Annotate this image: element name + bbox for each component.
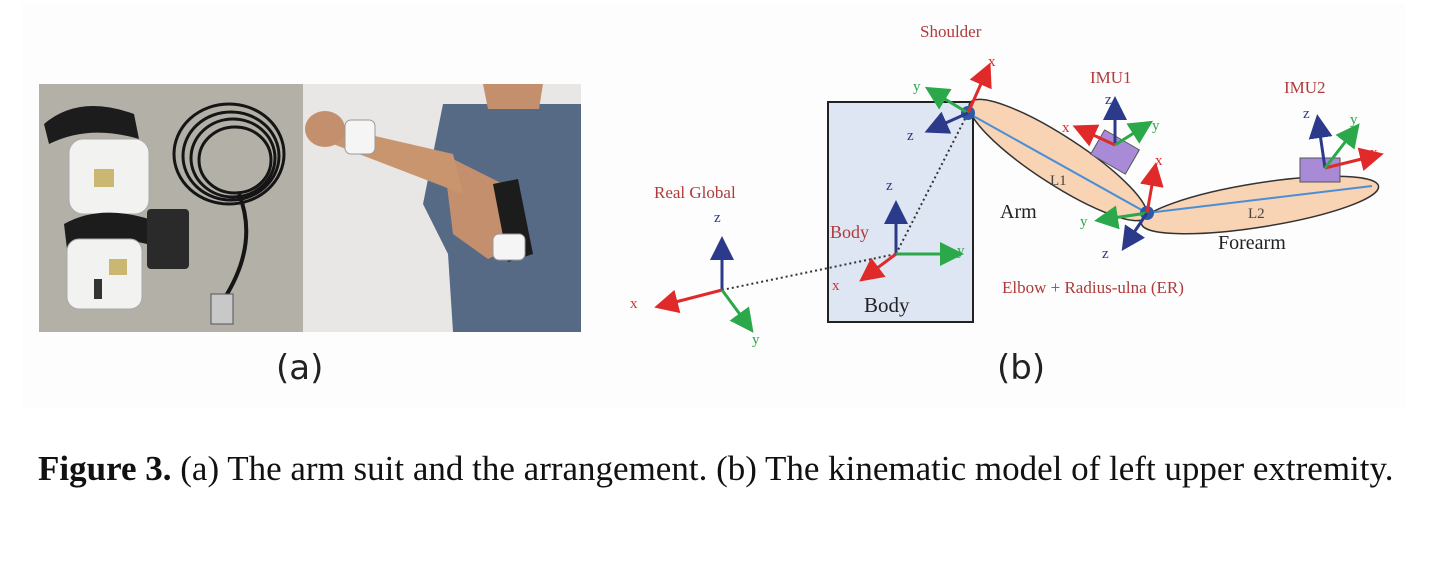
panel-b-label: (b)	[997, 348, 1046, 388]
body-box-label: Body	[864, 293, 910, 317]
elbow-y-label: y	[1080, 214, 1088, 230]
elbow-z-label: z	[1102, 246, 1109, 262]
l1-label: L1	[1050, 173, 1067, 189]
body-x-label: x	[832, 278, 840, 294]
imu2-block	[1299, 157, 1341, 183]
shoulder-z-label: z	[907, 128, 914, 144]
figure-caption: Figure 3. (a) The arm suit and the arran…	[38, 448, 1408, 490]
elbow-x-label: x	[1155, 153, 1163, 169]
shoulder-y-label: y	[913, 79, 921, 95]
body-z-label: z	[886, 178, 893, 194]
imu2-x-label: x	[1370, 145, 1378, 161]
imu2-label: IMU2	[1284, 78, 1326, 97]
device-photo	[39, 84, 303, 332]
body-box	[827, 101, 974, 323]
global-z-label: z	[714, 210, 721, 226]
elbow-label: Elbow + Radius-ulna (ER)	[1002, 278, 1184, 297]
global-y-label: y	[752, 332, 760, 348]
forearm-label: Forearm	[1218, 232, 1286, 254]
imu1-x-label: x	[1062, 120, 1070, 136]
imu2-y-label: y	[1350, 112, 1358, 128]
shoulder-label: Shoulder	[920, 22, 982, 41]
caption-text: (a) The arm suit and the arrangement. (b…	[171, 449, 1394, 488]
arm-label: Arm	[1000, 201, 1037, 223]
arm-suit-photo	[39, 84, 581, 332]
device-illustration	[39, 84, 303, 332]
global-x-label: x	[630, 296, 638, 312]
person-photo	[303, 84, 581, 332]
real-global-label: Real Global	[654, 183, 736, 202]
shoulder-x-label: x	[988, 54, 996, 70]
imu2-z-label: z	[1303, 106, 1310, 122]
person-illustration	[303, 84, 581, 332]
body-y-label: y	[957, 243, 965, 259]
imu1-y-label: y	[1152, 118, 1160, 134]
panel-a-label: (a)	[276, 348, 324, 388]
l2-label: L2	[1248, 206, 1265, 222]
imu1-label: IMU1	[1090, 68, 1132, 87]
caption-prefix: Figure 3.	[38, 449, 172, 488]
imu1-z-label: z	[1105, 92, 1112, 108]
body-frame-label: Body	[830, 222, 869, 242]
